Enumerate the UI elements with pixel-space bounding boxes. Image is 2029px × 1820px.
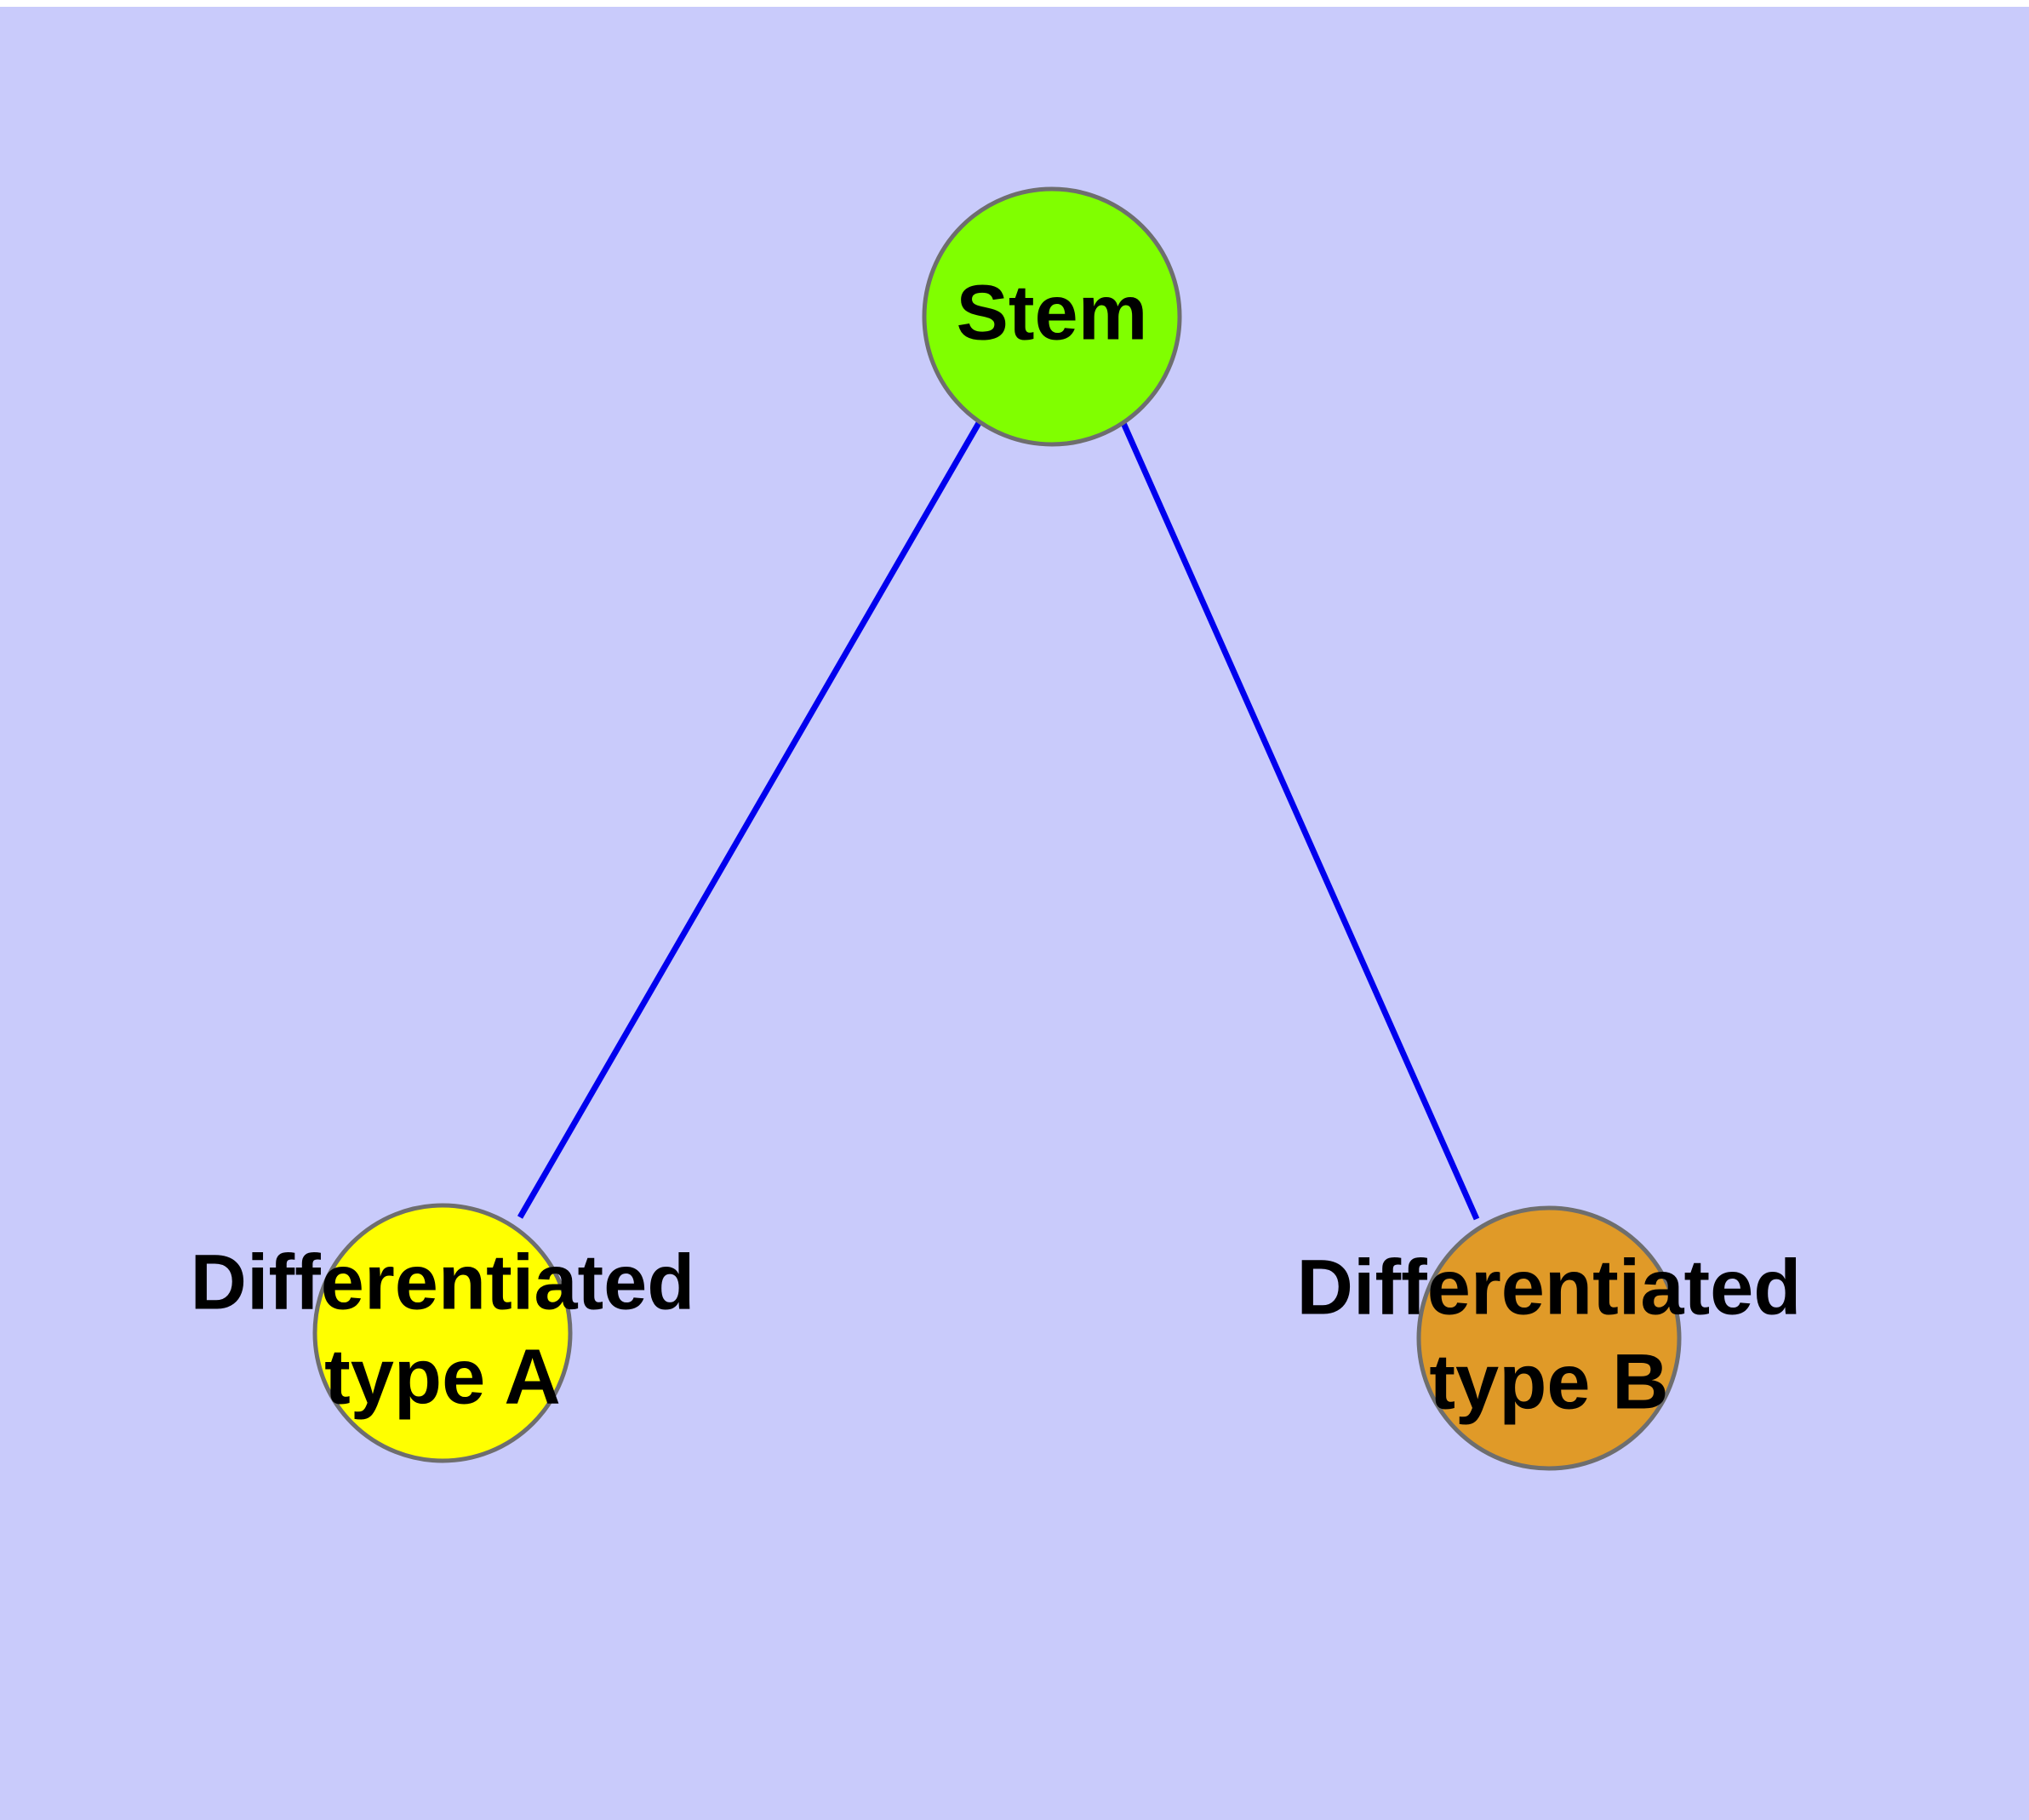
node-differentiated-type-b[interactable]: Differentiated type B	[1297, 1205, 1802, 1471]
node-stem-label-line1: Stem	[957, 269, 1148, 356]
node-differentiated-type-a[interactable]: Differentiated type A	[191, 1203, 695, 1463]
node-stem-circle[interactable]	[922, 186, 1182, 447]
node-differentiated-type-a-label-line2: type A	[324, 1333, 561, 1420]
node-differentiated-type-b-circle[interactable]	[1416, 1205, 1682, 1471]
edge-stem-to-differentiated-type-b[interactable]	[1120, 421, 1480, 1221]
edges-group	[517, 421, 1480, 1221]
edge-stem-to-differentiated-type-a[interactable]	[517, 421, 982, 1219]
node-differentiated-type-b-label-line1: Differentiated	[1297, 1244, 1802, 1331]
node-differentiated-type-b-label-line2: type B	[1429, 1338, 1668, 1425]
node-stem[interactable]: Stem	[922, 186, 1182, 447]
node-differentiated-type-a-label-line1: Differentiated	[191, 1239, 695, 1325]
nodes-group: Stem Differentiated type A Differentiate…	[191, 186, 1802, 1471]
node-differentiated-type-a-circle[interactable]	[312, 1203, 573, 1463]
